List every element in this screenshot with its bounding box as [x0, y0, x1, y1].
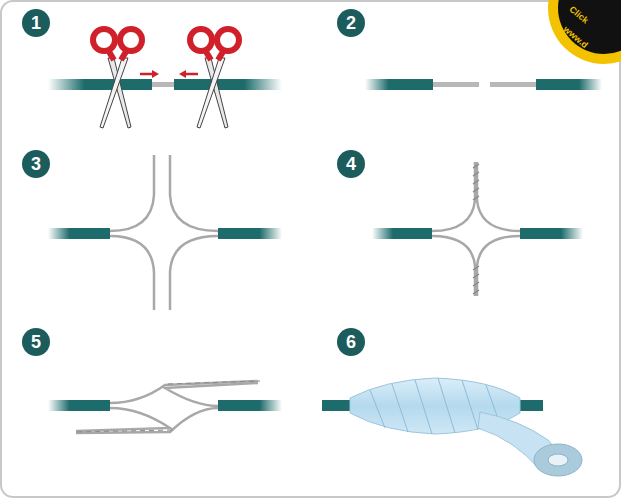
step-number: 5 [22, 328, 50, 356]
step-number: 1 [22, 9, 50, 37]
step-number-text: 2 [346, 14, 356, 32]
step-number-text: 3 [31, 155, 41, 173]
step-number: 6 [337, 328, 365, 356]
crossed-strands [372, 162, 583, 296]
stripped-wires [365, 79, 602, 90]
twisted-strands [48, 381, 282, 433]
watermark-badge [548, 0, 621, 64]
step-number-text: 4 [346, 155, 356, 173]
taped-joint [322, 378, 582, 476]
step-number: 2 [337, 9, 365, 37]
step-number-text: 6 [346, 333, 356, 351]
cut-step [48, 29, 282, 128]
step-number-text: 1 [31, 14, 41, 32]
step-number: 3 [22, 150, 50, 178]
spread-strands [48, 155, 282, 310]
step-number: 4 [337, 150, 365, 178]
step-number-text: 5 [31, 333, 41, 351]
